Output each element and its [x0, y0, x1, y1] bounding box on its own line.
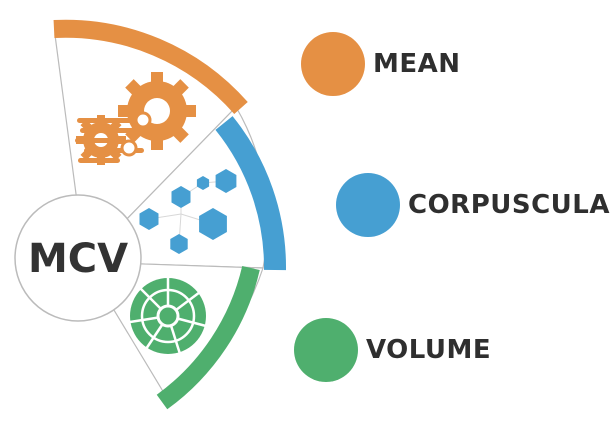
legend-circle-volume — [294, 318, 358, 382]
arc-corpuscular — [215, 116, 287, 271]
legend-item-mean: MEAN — [301, 32, 461, 96]
gear-icon — [75, 72, 196, 165]
center-circle — [14, 194, 142, 322]
center-label: MCV — [28, 236, 128, 282]
legend-label-corpuscular: CORPUSCULAR — [408, 190, 612, 220]
hexagon-cells-icon — [139, 169, 237, 254]
legend-item-volume: VOLUME — [294, 318, 491, 382]
arc-mean — [53, 19, 248, 114]
legend-item-corpuscular: CORPUSCULAR — [336, 173, 612, 237]
arc-volume — [156, 265, 260, 410]
legend-label-volume: VOLUME — [366, 335, 492, 365]
legend-circle-corpuscular — [336, 173, 400, 237]
legend-circle-mean — [301, 32, 365, 96]
legend-label-mean: MEAN — [373, 49, 461, 79]
pie-radial-icon — [129, 276, 207, 355]
